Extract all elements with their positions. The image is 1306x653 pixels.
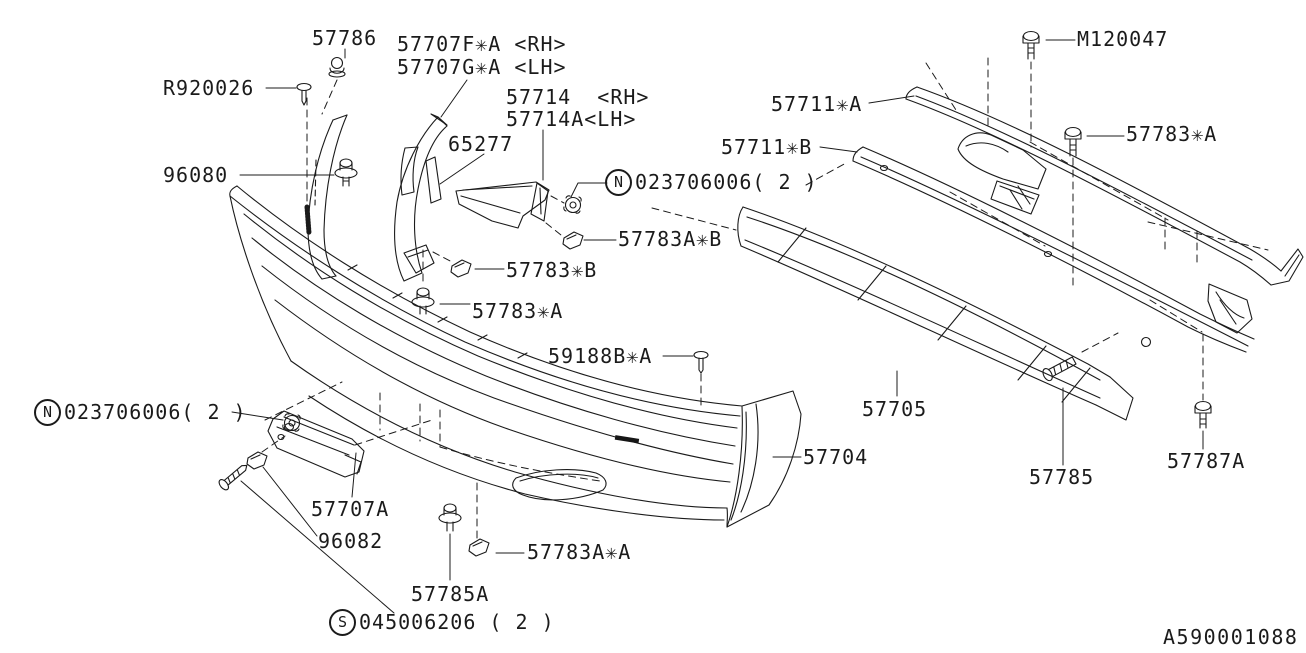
clip-96082-icon <box>246 451 268 470</box>
pin-59188ba-icon <box>693 350 709 374</box>
bolt-57785-icon <box>1042 356 1077 382</box>
part-label-59188ba: 59188B✳A <box>548 344 653 368</box>
part-label-57705: 57705 <box>862 397 928 421</box>
screw-r920026-icon <box>296 82 312 106</box>
part-label-57711b: 57711✳B <box>721 135 813 159</box>
part-label-57785: 57785 <box>1029 465 1095 489</box>
bolt-57785a-icon <box>438 503 462 532</box>
part-code: 023706006( 2 ) <box>635 169 818 194</box>
nut-023706006-lower-icon <box>282 413 301 432</box>
part-label-57707a: 57707A <box>311 497 390 521</box>
drawing-number: A590001088 <box>1163 625 1299 649</box>
part-label-57787a: 57787A <box>1167 449 1246 473</box>
clip-57783ab-icon <box>562 231 584 250</box>
part-label-96082: 96082 <box>318 529 384 553</box>
screw-type-badge: S <box>329 608 356 636</box>
part-label-57707f: 57707F✳A <RH> <box>397 32 567 56</box>
nut-type-badge: N <box>34 398 61 426</box>
part-label-57704: 57704 <box>803 445 869 469</box>
screw-045006206-icon <box>218 464 248 491</box>
beam-57711a-drawing <box>905 86 1304 334</box>
beam-57711b-drawing <box>852 146 1255 353</box>
foam-57705-drawing <box>737 206 1134 421</box>
part-label-57714a: 57714A<LH> <box>506 107 637 131</box>
part-label-nut-023706006-lower: N 023706006( 2 ) <box>34 398 247 426</box>
part-label-57707g: 57707G✳A <LH> <box>397 55 567 79</box>
bolt-96080-icon <box>334 158 358 187</box>
part-code: 045006206 ( 2 ) <box>359 609 555 634</box>
part-label-96080: 96080 <box>163 163 229 187</box>
part-label-57785a: 57785A <box>411 582 490 606</box>
part-label-57711a: 57711✳A <box>771 92 863 116</box>
bolt-57783a-right-icon <box>1064 126 1082 157</box>
part-label-57786: 57786 <box>312 26 378 50</box>
bolt-m120047-icon <box>1022 30 1040 60</box>
part-label-r920026: R920026 <box>163 76 255 100</box>
part-label-57783a-upper-right: 57783✳A <box>1126 122 1218 146</box>
part-label-57783a-left: 57783✳A <box>472 299 564 323</box>
leader-lines <box>231 39 1204 614</box>
hidden-lines <box>261 57 1269 539</box>
part-label-57783aa: 57783A✳A <box>527 540 632 564</box>
bumper-cover-57704-drawing <box>229 185 802 528</box>
part-label-65277: 65277 <box>448 132 514 156</box>
strip-65277-drawing <box>425 156 442 204</box>
bolt-57783a-left-icon <box>411 287 435 315</box>
clip-57783aa-icon <box>468 538 490 557</box>
part-label-57783b: 57783✳B <box>506 258 598 282</box>
part-label-screw-045006206: S 045006206 ( 2 ) <box>329 608 555 636</box>
nut-023706006-upper-icon <box>563 195 582 214</box>
bolt-57787a-icon <box>1194 400 1212 429</box>
part-label-nut-023706006-upper: N 023706006( 2 ) <box>605 168 818 196</box>
clip-57786-icon <box>328 56 346 78</box>
side-stay-installed-drawing <box>307 114 348 280</box>
part-label-57783ab: 57783A✳B <box>618 227 723 251</box>
side-stay-57707-drawing <box>394 113 448 282</box>
clip-57783b-icon <box>450 259 472 278</box>
part-label-57714: 57714 <RH> <box>506 85 650 109</box>
bracket-57714-drawing <box>455 181 550 229</box>
part-label-m120047: M120047 <box>1077 27 1169 51</box>
part-code: 023706006( 2 ) <box>64 399 247 424</box>
nut-type-badge: N <box>605 168 632 196</box>
